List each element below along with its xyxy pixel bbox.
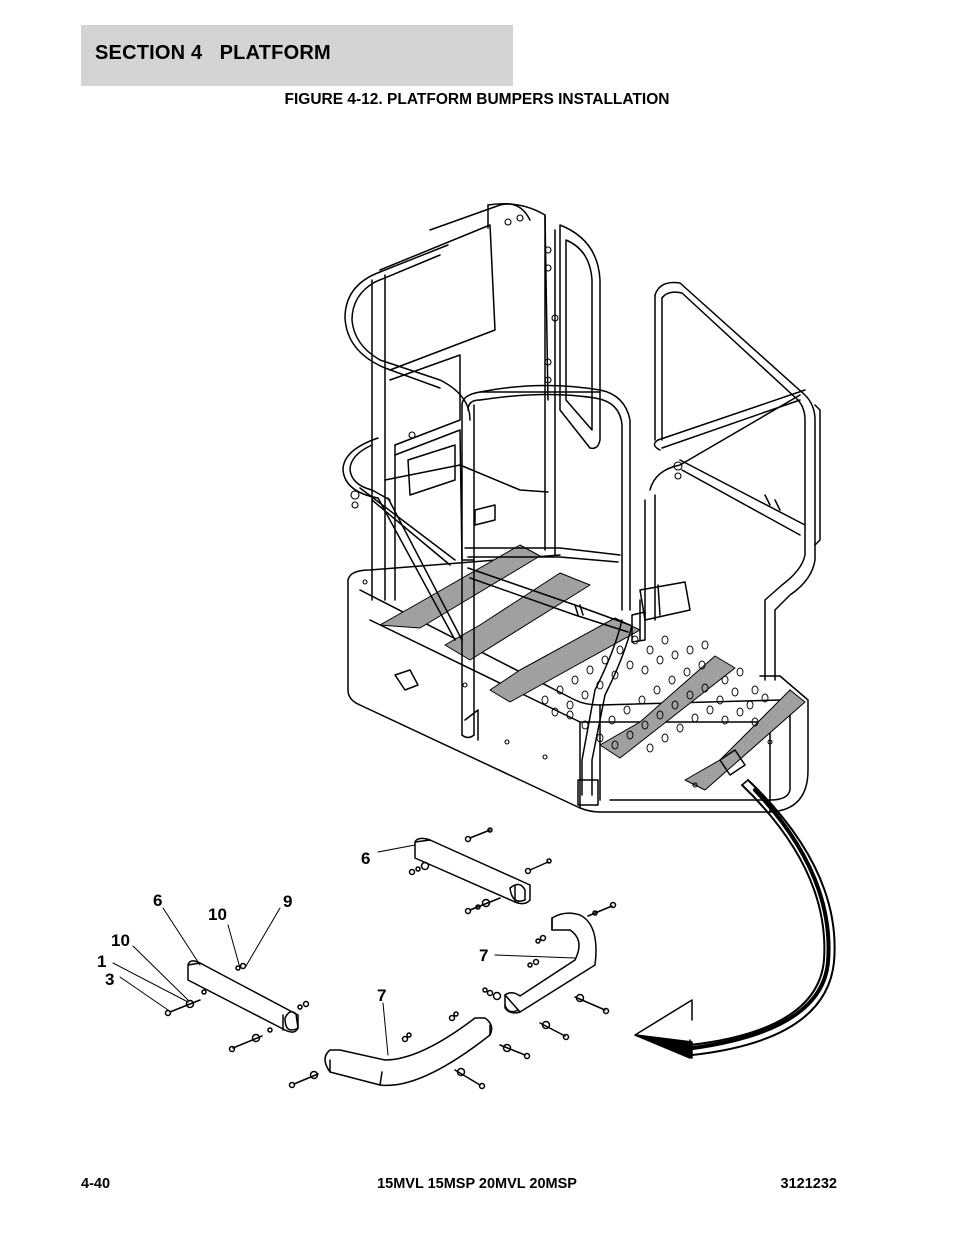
callout-labels: 6 6 10 9 10 1 3 7 7 [97, 849, 488, 1005]
callout-3: 3 [105, 970, 114, 989]
bumper-curved-right [482, 901, 617, 1041]
platform-basket [342, 203, 821, 813]
callout-9: 9 [283, 892, 292, 911]
callout-7-center: 7 [377, 986, 386, 1005]
installation-arrow [634, 779, 836, 1059]
footer-page-number: 4-40 [81, 1176, 111, 1192]
callout-10-lower: 10 [111, 931, 130, 950]
bumper-curved-center [288, 1011, 531, 1090]
figure-caption: FIGURE 4-12. PLATFORM BUMPERS INSTALLATI… [284, 91, 670, 108]
section-title: SECTION 4 PLATFORM [95, 42, 331, 64]
section-header-band: SECTION 4 PLATFORM [81, 25, 513, 86]
bumper-left [164, 960, 310, 1053]
footer-models: 15MVL 15MSP 20MVL 20MSP [377, 1176, 577, 1192]
callout-1: 1 [97, 952, 106, 971]
callout-leaders [112, 844, 576, 1056]
callout-7-right: 7 [479, 946, 488, 965]
callout-6-left: 6 [153, 891, 162, 910]
callout-6-upper: 6 [361, 849, 370, 868]
footer-doc-number: 3121232 [780, 1176, 837, 1192]
callout-10-upper: 10 [208, 905, 227, 924]
bumper-upper [408, 827, 552, 915]
